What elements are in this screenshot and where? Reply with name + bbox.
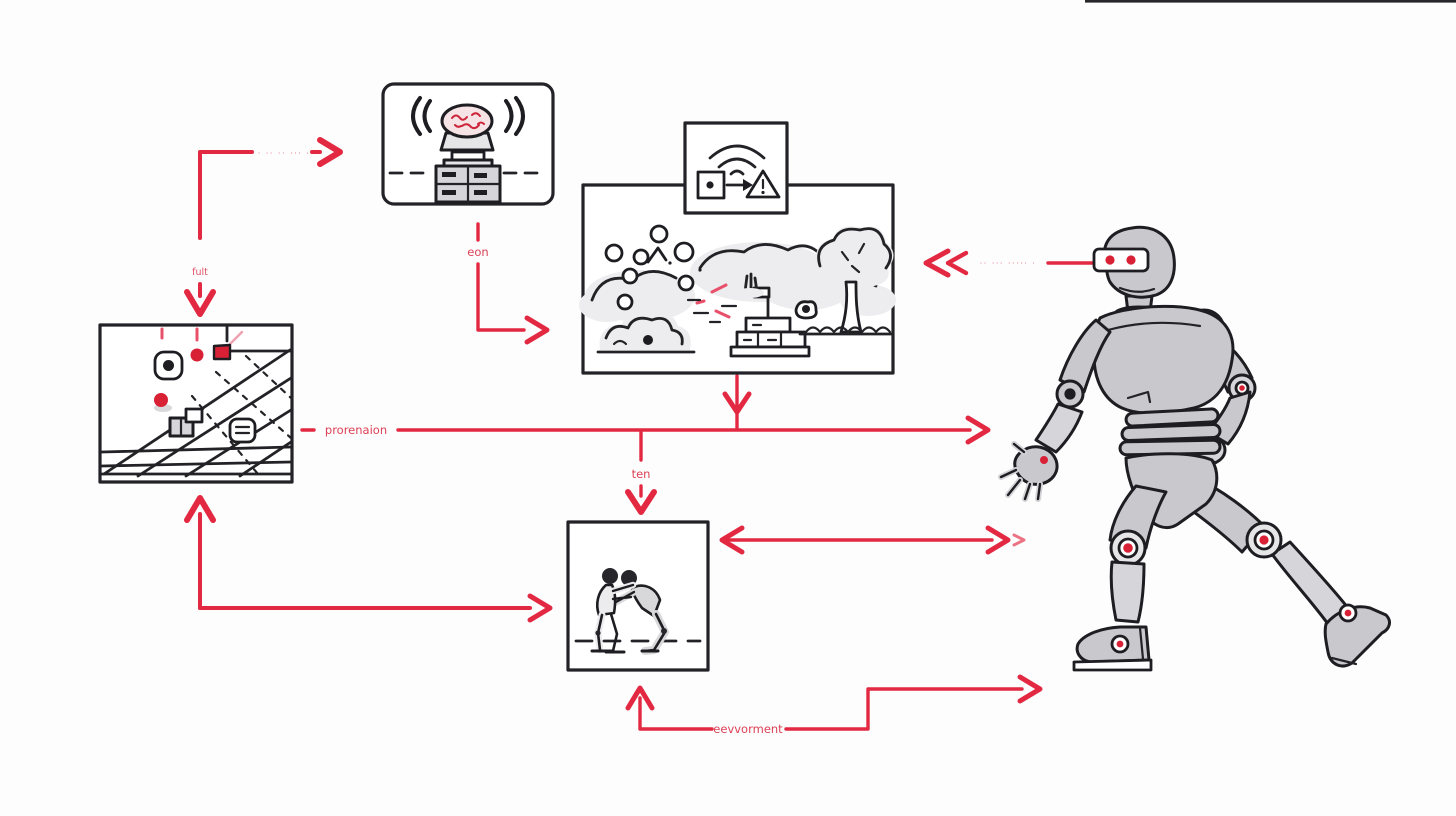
grass-icon <box>736 272 764 298</box>
environment-scene-box <box>579 183 896 375</box>
arrow-label-perception: prorenaion <box>325 423 387 437</box>
note-icon <box>228 417 257 444</box>
bubbles-icon <box>604 224 702 311</box>
arrow-label-eon: eon <box>467 245 488 259</box>
arrow-gridmap-to-brain <box>184 137 343 317</box>
server-rack-icon <box>434 150 502 204</box>
robot-head <box>1092 225 1176 299</box>
arrow-figures-robot-bidirectional <box>719 525 1026 555</box>
warning-triangle-icon <box>745 169 781 199</box>
robot-left-arm <box>998 318 1112 502</box>
figures-icon <box>590 568 669 655</box>
robot-eye-left <box>1105 255 1115 265</box>
ai-brain-server-box <box>381 82 555 206</box>
sound-waves-icon <box>411 96 525 136</box>
arrow-label-dots-gaze: ·· ··· ····· · <box>980 259 1037 268</box>
arrow-bus-to-figures <box>625 430 657 515</box>
waypoint-dot-icon <box>190 348 204 362</box>
red-flag-square-icon <box>212 343 232 361</box>
scene-red-dashes <box>686 283 738 324</box>
target-icon <box>153 350 184 381</box>
robot-eye-right <box>1126 255 1136 265</box>
bush-icon <box>596 312 696 354</box>
humanoid-robot <box>998 225 1391 672</box>
arrow-label-dots-top: · ·· ·· ··· · <box>258 149 311 158</box>
top-edge-line <box>1085 0 1456 3</box>
flag-podium-icon <box>729 286 811 358</box>
arrow-label-fult: fult <box>192 267 208 278</box>
robot-visor <box>1092 247 1150 273</box>
signal-alert-box <box>683 121 789 215</box>
wifi-icon <box>708 144 766 176</box>
sensor-dot <box>706 181 714 189</box>
robot-right-leg <box>1184 476 1391 668</box>
grid-map-box <box>98 323 294 484</box>
flow-arrow-icon <box>725 179 753 191</box>
robot-front-boot <box>1072 625 1153 672</box>
waypoint-dot-icon-2 <box>154 393 172 412</box>
robot-left-leg <box>1072 484 1168 672</box>
arrow-label-environment: eevvorment <box>713 722 783 736</box>
tree-icon <box>794 226 894 336</box>
brain-icon <box>439 103 495 152</box>
arrow-label-ten: ten <box>632 467 651 481</box>
arrow-perception-bus <box>300 415 991 445</box>
waypoint-ticks <box>160 327 244 346</box>
robot-back-foot <box>1323 603 1391 668</box>
arrow-bottom-to-gridmap <box>184 495 553 623</box>
training-figures-box <box>566 520 710 672</box>
arrow-environment-loop <box>625 674 1043 731</box>
robot-torso <box>1092 294 1235 529</box>
arrow-brain-to-scene <box>476 222 550 345</box>
cubes-icon <box>168 407 204 438</box>
arrow-scene-to-bus <box>722 374 752 430</box>
